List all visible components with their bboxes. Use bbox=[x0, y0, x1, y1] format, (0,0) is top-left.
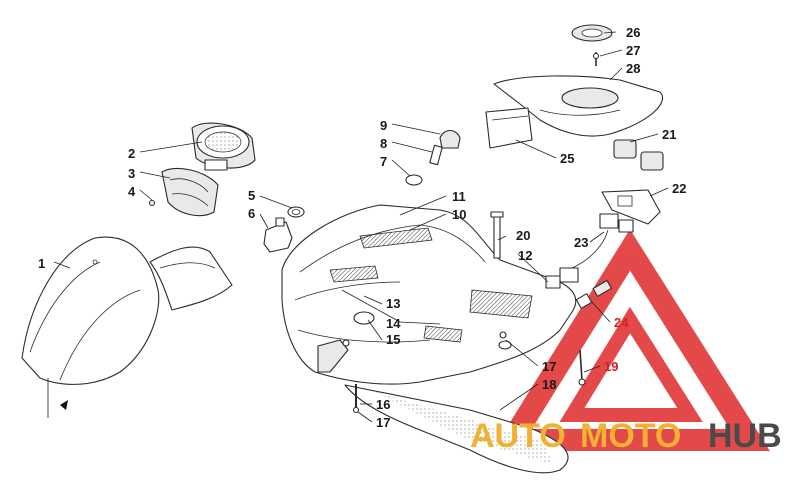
part-3-gauge-bezel bbox=[161, 167, 219, 217]
callout-15: 15 bbox=[386, 332, 400, 347]
leader-lines bbox=[53, 31, 669, 423]
part-16-screw bbox=[352, 384, 360, 414]
watermark-logo bbox=[492, 229, 770, 451]
part-4-screw bbox=[148, 199, 156, 207]
callout-4: 4 bbox=[128, 184, 136, 199]
callout-12: 12 bbox=[518, 248, 532, 263]
callout-21: 21 bbox=[662, 127, 676, 142]
part-17-nut-right bbox=[499, 331, 507, 339]
callout-11: 11 bbox=[452, 189, 466, 204]
watermark-text-moto: MOTO bbox=[580, 417, 681, 455]
callout-17-right: 17 bbox=[542, 359, 556, 374]
part-28-top-cover bbox=[493, 75, 664, 137]
watermark-triangle-outer bbox=[492, 229, 770, 451]
part-26-ring bbox=[571, 24, 613, 42]
callout-20: 20 bbox=[516, 228, 530, 243]
part-1-fender bbox=[21, 236, 233, 418]
part-20-pin bbox=[490, 211, 504, 259]
part-25-visor bbox=[485, 107, 533, 149]
callout-6: 6 bbox=[248, 206, 255, 221]
part-7-washer bbox=[405, 174, 423, 186]
callout-7: 7 bbox=[380, 154, 387, 169]
callout-8: 8 bbox=[380, 136, 387, 151]
part-24-connectors bbox=[575, 279, 612, 309]
part-8-plunger bbox=[429, 144, 443, 166]
callout-25: 25 bbox=[560, 151, 574, 166]
callout-14: 14 bbox=[386, 316, 401, 331]
callout-1: 1 bbox=[38, 256, 45, 271]
part-19-bolt bbox=[578, 349, 586, 386]
watermark-triangle-inner bbox=[559, 306, 703, 422]
part-17-nut bbox=[342, 339, 350, 347]
callout-16: 16 bbox=[376, 397, 390, 412]
part-9-cap bbox=[439, 129, 461, 149]
callout-3: 3 bbox=[128, 166, 135, 181]
callout-13: 13 bbox=[386, 296, 400, 311]
part-6-switch bbox=[263, 217, 293, 253]
callout-numbers: 1 2 3 4 5 6 7 8 9 10 11 12 13 14 15 16 1… bbox=[38, 25, 686, 430]
part-15-grommet bbox=[353, 311, 375, 325]
part-27-screw bbox=[592, 52, 600, 66]
watermark-text-auto: AUTO bbox=[470, 417, 566, 455]
callout-9: 9 bbox=[380, 118, 387, 133]
callout-22: 22 bbox=[672, 181, 686, 196]
callout-17: 17 bbox=[376, 415, 390, 430]
callout-27: 27 bbox=[626, 43, 640, 58]
part-5-grommet bbox=[287, 206, 305, 218]
callout-18: 18 bbox=[542, 377, 556, 392]
part-18-lower-panel bbox=[344, 384, 569, 474]
watermark-text: AUTO MOTO HUB bbox=[470, 417, 782, 455]
callout-2: 2 bbox=[128, 146, 135, 161]
part-10-hood bbox=[281, 204, 577, 385]
callout-26: 26 bbox=[626, 25, 640, 40]
part-22-bracket bbox=[601, 189, 661, 225]
callout-5: 5 bbox=[248, 188, 255, 203]
watermark-text-hub: HUB bbox=[708, 417, 782, 455]
callout-24: 24 bbox=[614, 315, 629, 330]
part-23-harness bbox=[545, 213, 634, 289]
part-1-arrow-marker bbox=[60, 400, 68, 410]
part-21-switches bbox=[613, 139, 664, 171]
callout-28: 28 bbox=[626, 61, 640, 76]
callout-23: 23 bbox=[574, 235, 588, 250]
part-2-gauge-cluster bbox=[191, 122, 256, 171]
callout-19: 19 bbox=[604, 359, 618, 374]
callout-10: 10 bbox=[452, 207, 466, 222]
